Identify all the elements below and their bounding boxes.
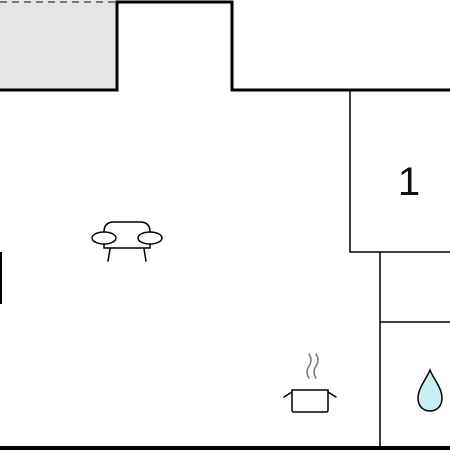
bedroom-label: 1	[398, 160, 420, 204]
water-drop-icon	[417, 367, 443, 412]
terrace-fill	[0, 0, 117, 90]
cooking-pot-icon	[283, 353, 337, 413]
sofa-icon	[91, 221, 163, 262]
bedroom-walls	[349, 90, 450, 253]
wall-top-outline	[0, 0, 450, 92]
bedroom-room	[349, 90, 450, 253]
terrace-area	[0, 0, 117, 90]
service-rooms	[379, 252, 450, 448]
